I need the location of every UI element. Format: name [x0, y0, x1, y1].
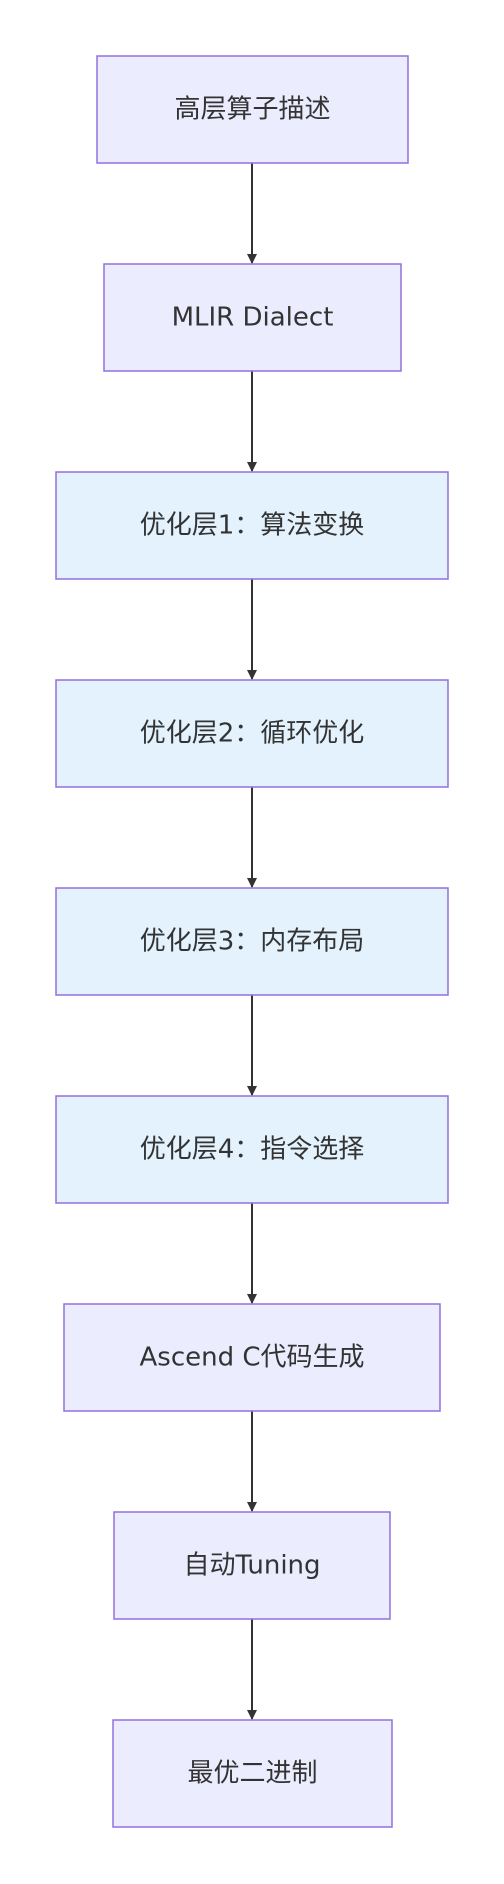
- flow-node: Ascend C代码生成: [63, 1303, 441, 1412]
- node-box: [55, 471, 449, 580]
- flow-node: 自动Tuning: [113, 1511, 391, 1620]
- flow-node: 高层算子描述: [96, 55, 409, 164]
- flow-node: 优化层2：循环优化: [55, 679, 449, 788]
- node-label: 自动Tuning: [183, 1551, 320, 1581]
- node-label: 优化层3：内存布局: [140, 927, 365, 957]
- flow-node: 优化层3：内存布局: [55, 887, 449, 996]
- node-box: [55, 1095, 449, 1204]
- node-box: [112, 1719, 393, 1828]
- node-box: [96, 55, 409, 164]
- node-box: [103, 263, 402, 372]
- node-box: [55, 679, 449, 788]
- node-box: [63, 1303, 441, 1412]
- node-label: 最优二进制: [187, 1759, 317, 1789]
- flow-node: 优化层4：指令选择: [55, 1095, 449, 1204]
- node-label: 优化层4：指令选择: [140, 1135, 365, 1165]
- node-label: Ascend C代码生成: [139, 1343, 364, 1373]
- flow-node: 优化层1：算法变换: [55, 471, 449, 580]
- node-label: 优化层1：算法变换: [140, 511, 365, 541]
- flow-node: MLIR Dialect: [103, 263, 402, 372]
- nodes-layer: 高层算子描述 MLIR Dialect 优化层1：算法变换优化层2：循环优化优化层3…: [55, 55, 449, 1828]
- node-label: 高层算子描述: [174, 95, 330, 125]
- node-label: 优化层2：循环优化: [140, 719, 365, 749]
- node-box: [113, 1511, 391, 1620]
- flow-node: 最优二进制: [112, 1719, 393, 1828]
- node-box: [55, 887, 449, 996]
- node-label: MLIR Dialect: [172, 303, 334, 333]
